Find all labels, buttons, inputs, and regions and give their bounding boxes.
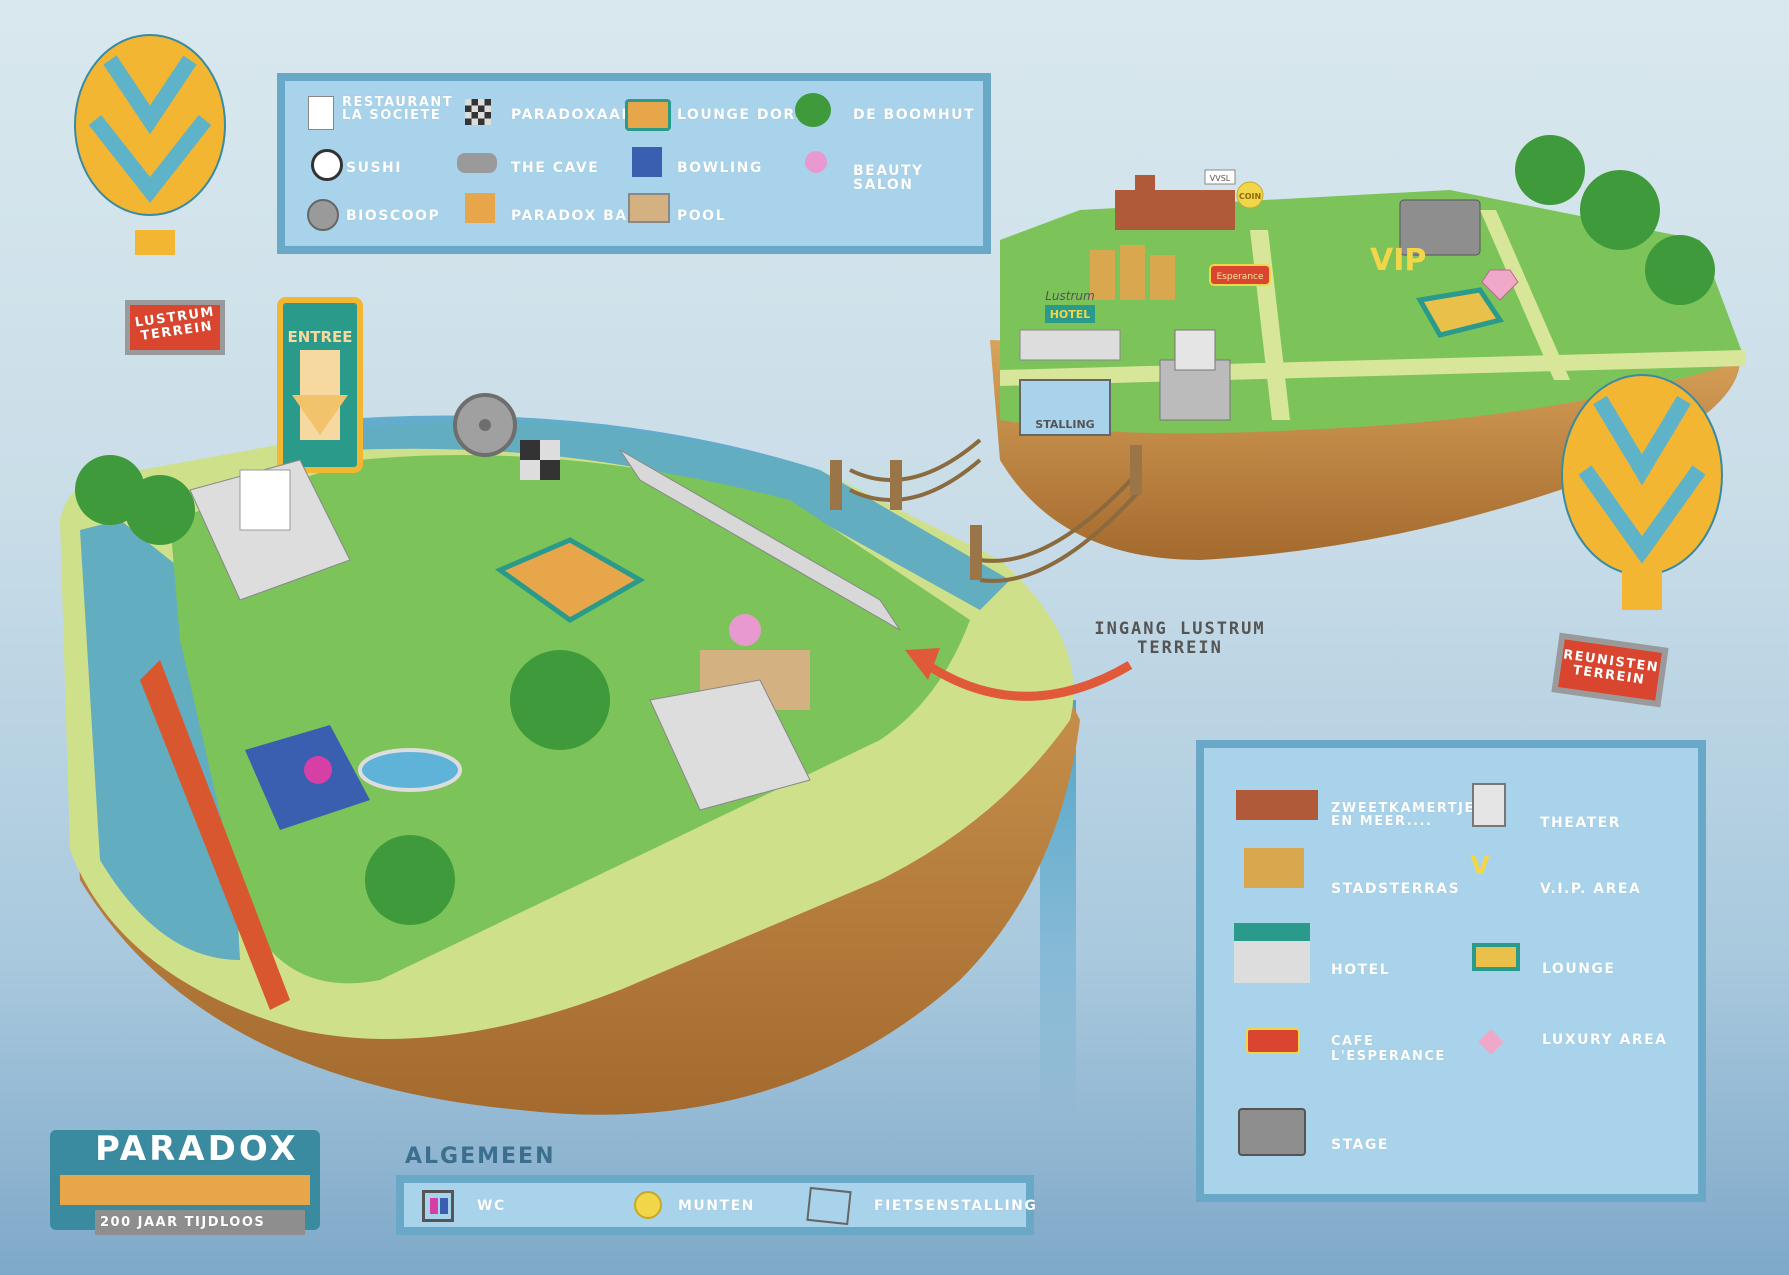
- reunisten-balloon: [1551, 374, 1723, 708]
- hotel-landmark: HOTEL Lustrum: [1019, 289, 1121, 361]
- cave-icon: [457, 153, 497, 173]
- lustrum-balloon: [74, 34, 226, 355]
- restaurant-menu-icon: [308, 96, 334, 130]
- beauty-salon-icon: [805, 151, 827, 173]
- treehouse-icon: [795, 93, 831, 127]
- speaker-stage-icon: [1238, 1108, 1306, 1156]
- legend-item-wc: WC: [477, 1198, 506, 1214]
- legend-item-pool: POOL: [677, 208, 726, 224]
- map-coin: COIN: [1236, 181, 1264, 209]
- entree-sign: ENTREE: [277, 297, 363, 473]
- sushi-icon: [311, 149, 343, 181]
- film-reel-icon: [307, 199, 339, 231]
- rope-bridge-upper: [849, 438, 982, 502]
- algemeen-title: ALGEMEEN: [405, 1144, 556, 1169]
- pool-landmark: [358, 748, 462, 792]
- coin-icon: [634, 1191, 662, 1219]
- red-wall: [140, 660, 290, 1010]
- legend-item-vip: V.I.P. AREA: [1540, 881, 1642, 897]
- esperance-text: Esperance: [1216, 272, 1263, 282]
- entrance-arrow-head: [905, 648, 940, 680]
- legend-item-fietsenstalling: FIETSENSTALLING: [874, 1198, 1038, 1214]
- film-reel-landmark: [453, 393, 517, 457]
- hotel-text: HOTEL: [1050, 308, 1091, 321]
- lounge-village-icon: [625, 99, 671, 131]
- rope-bridge-lower: [979, 468, 1142, 583]
- legend-item-sushi: SUSHI: [346, 160, 402, 176]
- cafe-esperance-sign: Esperance: [1209, 264, 1271, 286]
- ingang-callout: INGANG LUSTRUM TERREIN: [1094, 619, 1266, 658]
- bike-parking-icon: [806, 1186, 852, 1226]
- stalling-text: STALLING: [1035, 418, 1094, 431]
- stage-landmark: [1399, 199, 1481, 256]
- legend-item-boomhut: DE BOOMHUT: [853, 107, 976, 123]
- bar-drinks-icon: [465, 193, 495, 223]
- theater-landmark: [1159, 329, 1231, 421]
- legend-item-lounge-dorp: LOUNGE DORP: [677, 107, 808, 123]
- legend-item-restaurant: RESTAURANT LA SOCIETE: [342, 95, 454, 123]
- stalling-sign: STALLING: [1019, 379, 1111, 436]
- legend-item-bowling: BOWLING: [677, 160, 763, 176]
- trees: [75, 135, 1715, 925]
- bottom-legend: WC MUNTEN FIETSENSTALLING: [396, 1175, 1038, 1235]
- legend-item-cafe: CAFE L'ESPERANCE: [1331, 1034, 1446, 1064]
- paradoxaal-tiles: [520, 440, 560, 480]
- legend-item-luxury: LUXURY AREA: [1542, 1032, 1668, 1048]
- legend-item-bioscoop: BIOSCOOP: [346, 208, 441, 224]
- vvsl-flag: VVSL: [1204, 169, 1236, 185]
- restaurant-building: [189, 459, 351, 601]
- legend-item-lounge: LOUNGE: [1542, 961, 1616, 977]
- legend-item-theater: THEATER: [1540, 815, 1621, 831]
- cafe-sign-icon: [1246, 1028, 1300, 1054]
- coin-text: COIN: [1239, 192, 1261, 201]
- lustrum-text: Lustrum: [1045, 289, 1094, 303]
- checkered-tile-icon: [465, 99, 491, 125]
- stadsterras-buildings: [1090, 245, 1175, 300]
- theater-masks-icon: [1472, 783, 1506, 827]
- bridge-posts: [830, 445, 1142, 580]
- entree-text: ENTREE: [287, 328, 352, 346]
- right-legend: ZWEETKAMERTJE EN MEER.... THEATER STADST…: [1196, 740, 1706, 1202]
- legend-item-hotel: HOTEL: [1331, 962, 1391, 978]
- top-legend: RESTAURANT LA SOCIETE PARADOXAAL LOUNGE …: [277, 73, 991, 254]
- zweetkamertje-buildings: [1115, 175, 1235, 230]
- legend-item-paradoxaal: PARADOXAAL: [511, 107, 632, 123]
- legend-item-stadsterras: STADSTERRAS: [1331, 881, 1461, 897]
- city-terrace-icon: [1244, 848, 1304, 888]
- lounge-landmark: [1416, 287, 1505, 338]
- buildings-icon: [1236, 790, 1318, 820]
- legend-item-paradox-bar: PARADOX BAR: [511, 208, 640, 224]
- legend-item-beauty: BEAUTY SALON: [853, 163, 924, 193]
- lounge-icon: [1472, 943, 1520, 971]
- pool-icon: [628, 193, 670, 223]
- entrance-arrow: [917, 656, 1133, 701]
- legend-item-munten: MUNTEN: [678, 1198, 755, 1214]
- legend-item-stage: STAGE: [1331, 1137, 1389, 1153]
- long-building: [619, 449, 901, 631]
- lounge-dorp-landmark: [494, 537, 646, 623]
- hotel-sign-icon: [1234, 923, 1310, 983]
- wc-icon: [422, 1190, 454, 1222]
- vvsl-text: VVSL: [1210, 174, 1231, 183]
- vip-landmark: VIP: [1370, 243, 1426, 278]
- diamond-icon: [1478, 1029, 1504, 1055]
- vip-text: VIP: [1370, 243, 1426, 278]
- paradox-logo: [50, 1130, 320, 1235]
- vip-icon: V: [1470, 851, 1491, 881]
- logo-name: PARADOX: [95, 1129, 299, 1169]
- bowling-icon: [632, 147, 662, 177]
- legend-item-cave: THE CAVE: [511, 160, 600, 176]
- legend-item-zweetkamertje: ZWEETKAMERTJE EN MEER....: [1331, 801, 1475, 829]
- logo-tagline: 200 JAAR TIJDLOOS: [100, 1215, 266, 1230]
- moat-top: [330, 415, 1010, 610]
- cave-building: [649, 679, 811, 811]
- luxury-diamond-landmark: [1481, 269, 1519, 301]
- bowling-landmark: [245, 725, 370, 830]
